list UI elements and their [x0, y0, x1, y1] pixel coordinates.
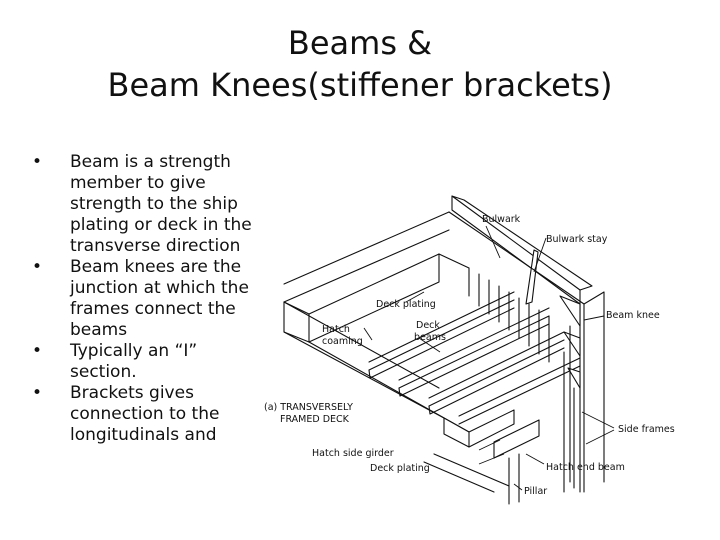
- label-bulwark-stay: Bulwark stay: [546, 234, 608, 245]
- label-deck: Deck: [416, 320, 440, 331]
- title-line-2: Beam Knees(stiffener brackets): [107, 66, 613, 104]
- label-hatch-end-beam: Hatch end beam: [546, 462, 625, 473]
- slide-title: Beams & Beam Knees(stiffener brackets): [60, 22, 660, 106]
- bullet-text: Typically an “I” section.: [70, 341, 198, 382]
- caption-line-2: FRAMED DECK: [280, 414, 350, 425]
- bullet-list: • Beam is a strength member to give stre…: [32, 152, 262, 446]
- title-line-1: Beams &: [287, 24, 433, 62]
- label-hatch-side-girder: Hatch side girder: [312, 448, 394, 459]
- label-deck-plating-top: Deck plating: [376, 299, 436, 310]
- bullet-dot-icon: •: [32, 257, 43, 277]
- leader-lines: [363, 225, 615, 491]
- bullet-dot-icon: •: [32, 152, 43, 172]
- label-beam-knee: Beam knee: [606, 310, 660, 321]
- bullet-item: • Brackets gives connection to the longi…: [32, 383, 262, 446]
- label-beams: beams: [414, 332, 446, 343]
- bullet-item: • Typically an “I” section.: [32, 341, 262, 383]
- label-deck-plating-bottom: Deck plating: [370, 463, 430, 474]
- bullet-dot-icon: •: [32, 341, 43, 361]
- label-side-frames: Side frames: [618, 424, 675, 435]
- label-bulwark: Bulwark: [482, 214, 521, 225]
- bullet-text: Beam is a strength member to give streng…: [70, 152, 252, 256]
- deck-structure-drawing: Bulwark Bulwark stay Deck plating Beam k…: [264, 195, 675, 505]
- label-hatch: Hatch: [322, 324, 350, 335]
- caption-line-1: (a) TRANSVERSELY: [264, 402, 353, 413]
- bullet-item: • Beam is a strength member to give stre…: [32, 152, 262, 257]
- bullet-dot-icon: •: [32, 383, 43, 403]
- bullet-text: Beam knees are the junction at which the…: [70, 257, 249, 340]
- label-pillar: Pillar: [524, 486, 547, 497]
- bullet-text: Brackets gives connection to the longitu…: [70, 383, 220, 445]
- label-coaming: coaming: [322, 336, 363, 347]
- deck-structure-diagram: Bulwark Bulwark stay Deck plating Beam k…: [264, 192, 700, 506]
- diagram-labels: Bulwark Bulwark stay Deck plating Beam k…: [264, 214, 675, 497]
- bullet-item: • Beam knees are the junction at which t…: [32, 257, 262, 341]
- structure-lines: [283, 195, 605, 505]
